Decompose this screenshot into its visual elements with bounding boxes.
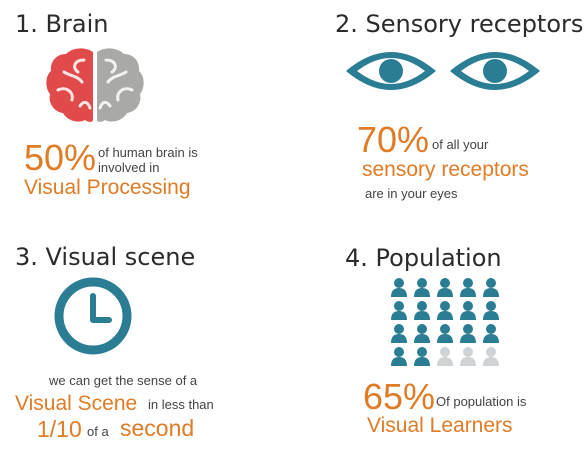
- population-percent: 65%: [363, 376, 436, 417]
- person-icon: [437, 278, 453, 297]
- person-icon: [391, 324, 407, 343]
- person-icon: [437, 301, 453, 320]
- brain-line1: of human brain is: [98, 145, 198, 160]
- sensory-heading: 2. Sensory receptors: [335, 10, 584, 38]
- person-icon: [437, 347, 453, 366]
- person-icon: [483, 324, 499, 343]
- eye-icon-right: [447, 47, 543, 95]
- person-icon: [460, 278, 476, 297]
- eye-icon-left: [343, 47, 439, 95]
- clock-icon: [53, 276, 133, 356]
- brain-heading: 1. Brain: [15, 10, 109, 38]
- person-icon: [460, 347, 476, 366]
- person-icon: [414, 278, 430, 297]
- person-icon: [414, 301, 430, 320]
- population-grid: [389, 278, 505, 370]
- scene-line1: we can get the sense of a: [49, 373, 198, 388]
- sensory-line2: are in your eyes: [365, 186, 458, 201]
- brain-icon: [44, 46, 146, 126]
- brain-highlight: Visual Processing: [24, 176, 191, 199]
- population-heading: 4. Population: [345, 244, 502, 272]
- scene-highlight: Visual Scene: [15, 392, 138, 415]
- person-icon: [437, 324, 453, 343]
- brain-percent: 50%: [24, 137, 97, 178]
- person-icon: [483, 347, 499, 366]
- sensory-highlight: sensory receptors: [362, 158, 529, 181]
- person-icon: [414, 347, 430, 366]
- population-line1: Of population is: [436, 394, 527, 409]
- scene-second: second: [120, 415, 195, 441]
- sensory-percent: 70%: [357, 119, 430, 160]
- person-icon: [460, 324, 476, 343]
- person-icon: [391, 301, 407, 320]
- scene-line2: in less than: [148, 397, 214, 412]
- brain-line2: involved in: [98, 160, 160, 175]
- person-icon: [483, 278, 499, 297]
- person-icon: [391, 278, 407, 297]
- person-icon: [391, 347, 407, 366]
- person-icon: [483, 301, 499, 320]
- population-highlight: Visual Learners: [367, 414, 513, 437]
- scene-of-a: of a: [87, 424, 109, 439]
- person-icon: [414, 324, 430, 343]
- person-icon: [460, 301, 476, 320]
- scene-fraction: 1/10: [37, 416, 82, 442]
- sensory-line1: of all your: [432, 137, 489, 152]
- scene-heading: 3. Visual scene: [15, 243, 196, 271]
